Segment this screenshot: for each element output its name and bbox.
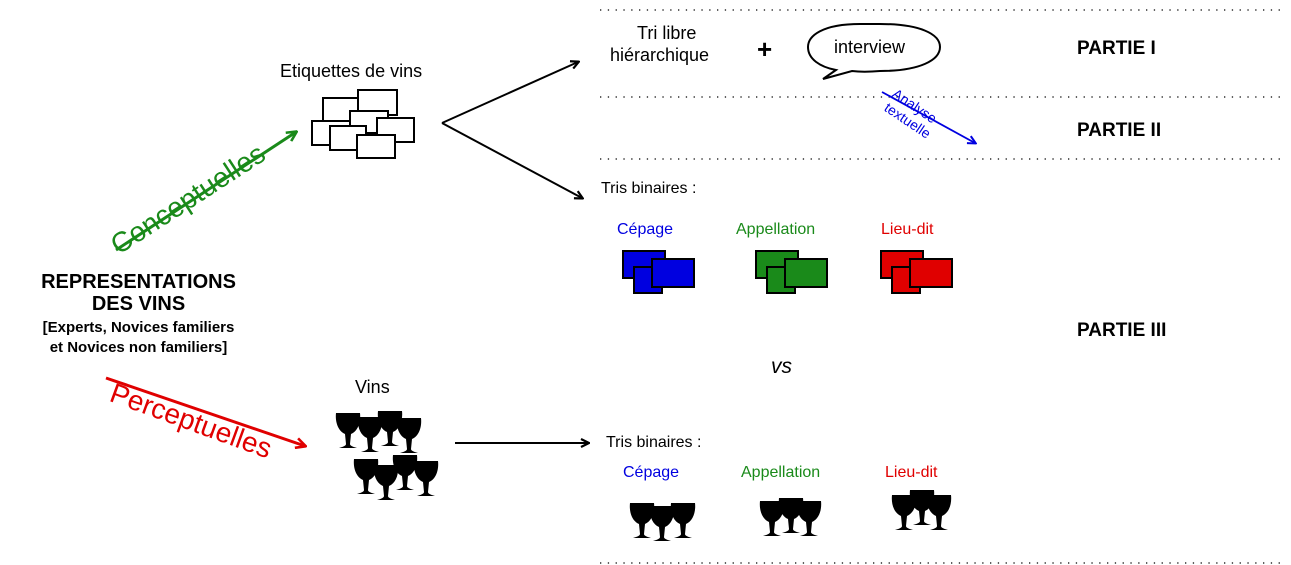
versus-label: vs (771, 355, 792, 378)
plus-sign: + (757, 34, 773, 64)
partie-i-label: PARTIE I (1077, 38, 1156, 59)
main-subtitle-line2: et Novices non familiers] (49, 339, 228, 356)
upper-cepage-label: Cépage (617, 221, 674, 238)
lower-appellation-label: Appellation (741, 464, 821, 481)
speech-bubble-icon (806, 23, 942, 80)
wine-glass-group-cepage (629, 503, 696, 541)
interview-label: interview (834, 37, 906, 57)
analyse-textuelle-arrow (881, 91, 975, 143)
label-stack-icon (311, 89, 415, 159)
upper-lieudit-label: Lieu-dit (881, 221, 934, 238)
perceptual-arrow (105, 376, 305, 446)
main-title-line1: REPRESENTATIONS (41, 271, 236, 293)
tri-libre-line2: hiérarchique (610, 45, 710, 65)
source-label-vins: Vins (355, 377, 390, 397)
main-title-line2: DES VINS (91, 293, 186, 315)
lower-cepage-label: Cépage (623, 464, 680, 481)
labels-to-part3-arrow (441, 122, 582, 198)
partie-ii-label: PARTIE II (1077, 120, 1162, 141)
wine-glass-group-appellation (759, 498, 822, 536)
label-pair-cepage (622, 250, 695, 294)
wine-glass-group-lieudit (891, 490, 952, 530)
labels-to-part1-arrow (441, 62, 578, 124)
tris-binaires-lower-title: Tris binaires : (606, 434, 702, 451)
partie-iii-label: PARTIE III (1077, 320, 1167, 341)
label-pair-appellation (755, 250, 828, 294)
tri-libre-line1: Tri libre (637, 23, 697, 43)
main-subtitle-line1: [Experts, Novices familiers (42, 319, 235, 336)
lower-lieudit-label: Lieu-dit (885, 464, 938, 481)
label-pair-lieudit (880, 250, 953, 294)
upper-appellation-label: Appellation (736, 221, 816, 238)
conceptual-arrow (115, 132, 296, 252)
source-label-etiquettes: Etiquettes de vins (280, 61, 423, 81)
tris-binaires-upper-title: Tris binaires : (601, 180, 697, 197)
wine-glass-cluster (335, 411, 439, 500)
